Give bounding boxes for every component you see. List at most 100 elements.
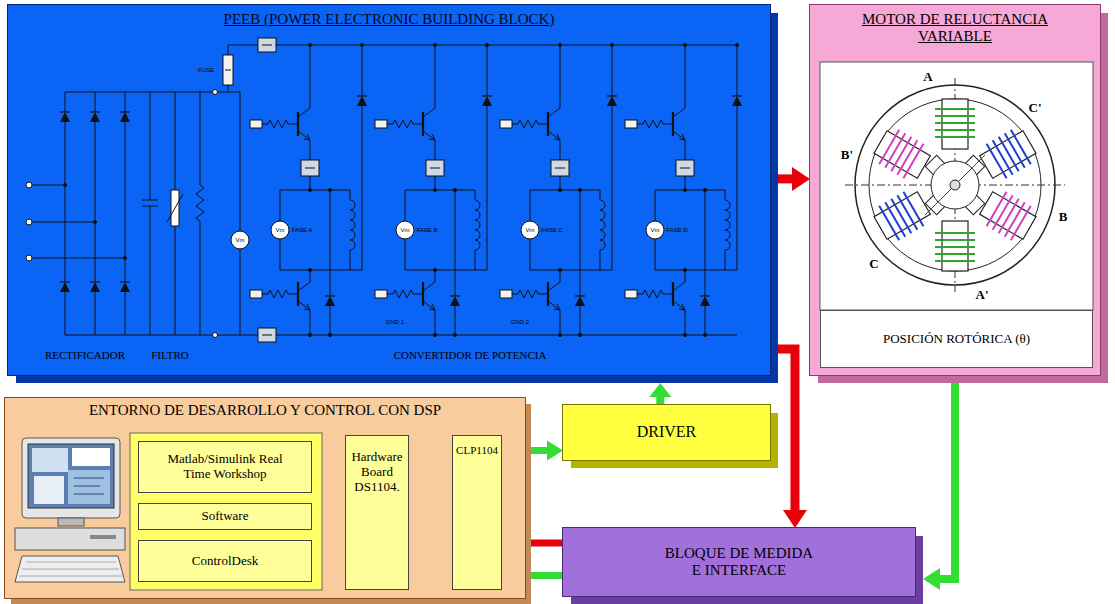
ground-label: GND 2 — [511, 319, 529, 325]
connector-arrow — [923, 383, 955, 590]
workstation-illustration — [74, 478, 104, 494]
meter-label: Vm — [651, 227, 660, 233]
meter-label: Vm — [401, 227, 410, 233]
rectifier-bridge — [120, 112, 130, 122]
connector-arrow — [783, 510, 807, 528]
phase-label: FASE A — [292, 227, 313, 233]
meter-label: Vm — [276, 227, 285, 233]
workstation-illustration — [72, 448, 110, 466]
connector-arrow — [778, 349, 807, 528]
pole-label: A' — [976, 288, 989, 301]
workstation-illustration — [15, 528, 125, 550]
box-label: ControlDesk — [192, 554, 258, 569]
rectifier-bridge — [32, 185, 125, 258]
motor-cross-section — [976, 125, 1039, 185]
workstation-illustration — [58, 518, 84, 526]
pole-label: A — [923, 70, 932, 83]
rectifier-bridge — [60, 282, 70, 292]
driver-box: DRIVER — [563, 405, 770, 460]
motor-cross-section — [820, 62, 1093, 310]
connector-arrow — [649, 383, 671, 405]
workstation-illustration — [34, 476, 64, 504]
rectifier-bridge — [93, 220, 96, 223]
panel-title: PEEB (POWER ELECTRONIC BUILDING BLOCK) — [224, 11, 555, 28]
box-label: CLP1104 — [456, 444, 498, 457]
motor-cross-section — [925, 155, 985, 215]
connector-arrow — [649, 383, 671, 397]
phase-label: FASE D — [666, 227, 687, 233]
rectifier-bridge — [123, 256, 126, 259]
fuse-label: FUSE — [198, 67, 214, 73]
motor-cross-section — [871, 186, 934, 246]
connector-arrow — [656, 396, 664, 405]
filter — [213, 333, 218, 338]
connector-arrow — [778, 349, 795, 511]
box-label: Software — [202, 509, 249, 524]
box-label: Matlab/Simulink Real Time Workshop — [165, 452, 285, 482]
converter-legs — [250, 43, 367, 336]
pole-label: B' — [841, 148, 853, 161]
converter-legs — [500, 43, 617, 336]
converter-legs — [375, 43, 492, 336]
section-label: FILTRO — [151, 350, 189, 361]
connector-arrow — [778, 174, 793, 183]
phase-label: FASE C — [541, 227, 562, 233]
motor-cross-section — [935, 221, 975, 271]
section-label: CONVERTIDOR DE POTENCIA — [394, 350, 547, 361]
filter — [167, 194, 183, 222]
rectifier-bridge — [95, 92, 96, 335]
motor-cross-section — [976, 186, 1039, 246]
connector-panel-box: CLP1104 — [452, 435, 502, 590]
filter — [213, 90, 218, 95]
converter-legs — [250, 43, 742, 336]
workstation-illustration — [130, 433, 322, 590]
panel-title: ENTORNO DE DESARROLLO Y CONTROL CON DSP — [89, 402, 441, 419]
rectifier-bridge — [90, 112, 100, 122]
filter — [142, 92, 158, 335]
motor-cross-section — [950, 180, 960, 190]
filter — [231, 231, 249, 249]
rectifier-bridge — [120, 282, 130, 292]
software-box: ControlDesk — [138, 540, 312, 582]
workstation-illustration — [22, 438, 120, 518]
pole-label: B — [1059, 210, 1068, 223]
connector-arrow — [923, 568, 940, 590]
box-label: Hardware Board DS1104. — [348, 450, 406, 495]
filter — [196, 92, 204, 335]
dsp-environment-panel: ENTORNO DE DESARROLLO Y CONTROL CON DSP M… — [5, 398, 525, 598]
ground-label: GND 1 — [386, 319, 404, 325]
interface-box: BLOQUE DE MEDIDA E INTERFACE — [563, 528, 915, 596]
dsp-board-box: Hardware Board DS1104. — [345, 435, 409, 590]
motor-cross-section — [871, 125, 934, 185]
panel-title: MOTOR DE RELUCTANCIA VARIABLE — [850, 11, 1060, 46]
box-label: BLOQUE DE MEDIDA E INTERFACE — [664, 545, 814, 580]
rectifier-bridge — [26, 219, 32, 225]
meter-label: Vm — [236, 237, 245, 243]
software-box: Software — [138, 503, 312, 530]
motor-cross-section — [925, 155, 985, 215]
rectifier-bridge — [26, 255, 32, 261]
rectifier-bridge — [65, 335, 737, 336]
workstation-illustration — [28, 444, 114, 508]
workstation-illustration — [15, 556, 125, 582]
meter-label: Vm — [526, 227, 535, 233]
rotor-position-box: POSICIÓN ROTÓRICA (θ) — [820, 310, 1093, 368]
converter-legs — [625, 43, 742, 336]
box-label: DRIVER — [637, 423, 697, 441]
rectifier-bridge — [125, 92, 126, 335]
motor-cross-section — [845, 78, 1065, 292]
filter — [223, 55, 233, 85]
connector-arrow — [778, 167, 810, 191]
rectifier-bridge — [26, 182, 32, 188]
connector-arrow — [547, 441, 563, 461]
workstation-illustration — [68, 470, 110, 504]
filter — [225, 70, 231, 71]
pole-label: C — [869, 257, 878, 270]
rectifier-bridge — [60, 112, 70, 122]
phase-label: FASE B — [416, 227, 437, 233]
workstation-illustration — [32, 448, 68, 472]
connector-arrow — [792, 167, 810, 191]
motor-panel: MOTOR DE RELUCTANCIA VARIABLE POSICIÓN RO… — [810, 5, 1100, 375]
box-label: POSICIÓN ROTÓRICA (θ) — [883, 332, 1030, 347]
software-box: Matlab/Simulink Real Time Workshop — [138, 441, 312, 493]
